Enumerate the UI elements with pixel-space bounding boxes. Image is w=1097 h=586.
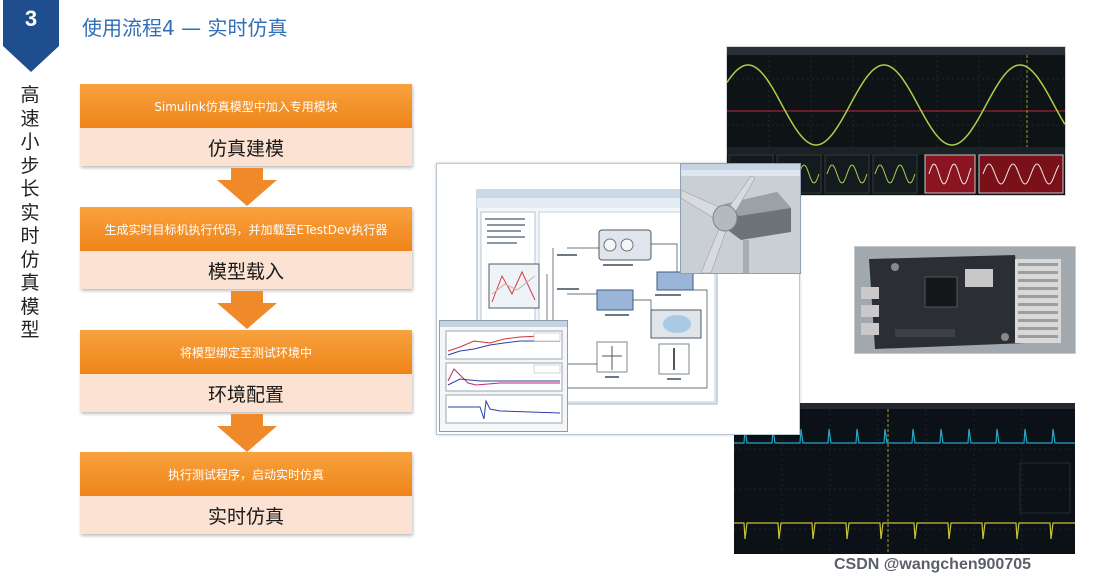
vertical-title: 高速小步长实时仿真模型 (20, 84, 40, 341)
wind-turbine-image (680, 163, 801, 274)
step-name: 模型载入 (80, 251, 412, 289)
badge-shape (3, 0, 59, 72)
flow-arrow-down-icon (217, 168, 277, 206)
step-name: 实时仿真 (80, 496, 412, 534)
flow-step-4: 执行测试程序，启动实时仿真 实时仿真 (80, 452, 412, 534)
section-badge: 3 (3, 0, 59, 72)
hardware-board-image (854, 246, 1076, 354)
simulation-plot-image (439, 320, 568, 432)
step-name: 仿真建模 (80, 128, 412, 166)
step-name: 环境配置 (80, 374, 412, 412)
flow-step-3: 将模型绑定至测试环境中 环境配置 (80, 330, 412, 412)
section-number: 3 (24, 6, 38, 31)
flow-arrow-down-icon (217, 414, 277, 452)
step-action: 执行测试程序，启动实时仿真 (80, 452, 412, 496)
watermark: CSDN @wangchen900705 (834, 556, 1032, 573)
flow-step-2: 生成实时目标机执行代码，并加载至ETestDev执行器 模型载入 (80, 207, 412, 289)
step-action: Simulink仿真模型中加入专用模块 (80, 84, 412, 128)
flow-step-1: Simulink仿真模型中加入专用模块 仿真建模 (80, 84, 412, 166)
step-action: 将模型绑定至测试环境中 (80, 330, 412, 374)
flow-arrow-down-icon (217, 291, 277, 329)
step-action: 生成实时目标机执行代码，并加载至ETestDev执行器 (80, 207, 412, 251)
page-title: 使用流程4 — 实时仿真 (82, 16, 288, 40)
